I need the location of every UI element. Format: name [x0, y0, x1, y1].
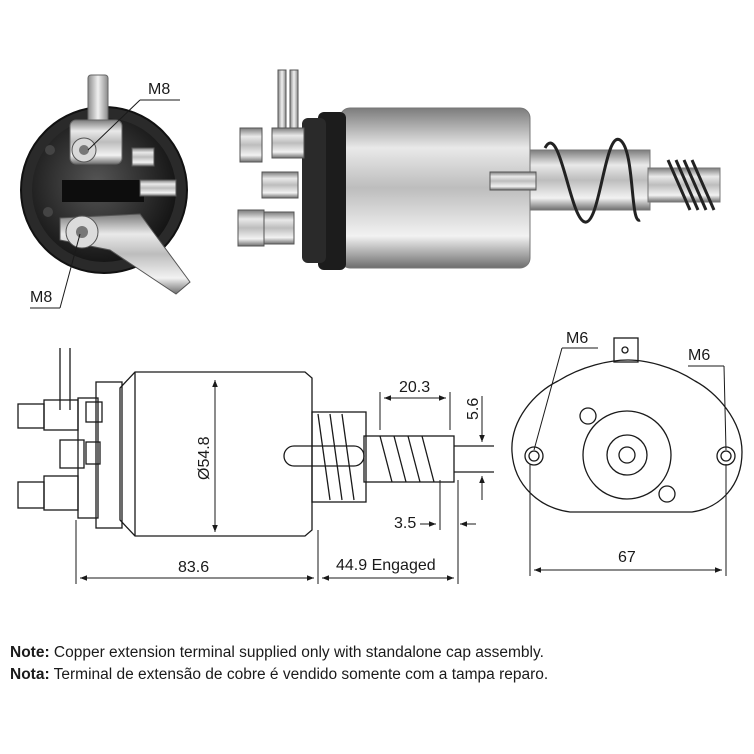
engaged-travel-label: 44.9 Engaged: [336, 557, 436, 574]
note-english: Note: Copper extension terminal supplied…: [10, 642, 544, 664]
thread-right-label: M6: [688, 347, 710, 364]
end-view-leaders: [30, 99, 180, 309]
note-portuguese: Nota: Terminal de extensão de cobre é ve…: [10, 664, 548, 686]
end-view-photo: [20, 74, 191, 295]
end-view-drawing: [511, 337, 743, 513]
note-english-text: Copper extension terminal supplied only …: [49, 644, 544, 661]
spring-length-label: 20.3: [399, 379, 430, 396]
flange-width-label: 67: [618, 549, 636, 566]
note-english-label: Note:: [10, 644, 50, 661]
thread-left-label: M6: [566, 330, 588, 347]
m8-label-bottom: M8: [30, 289, 52, 306]
side-view-dimensions: [75, 380, 494, 584]
end-view-dimensions: [529, 347, 727, 576]
diameter-label: Ø54.8: [196, 436, 213, 480]
side-view-photo: [237, 69, 721, 270]
m8-label-top: M8: [148, 81, 170, 98]
rod-offset-label: 5.6: [465, 398, 482, 420]
note-portuguese-text: Terminal de extensão de cobre é vendido …: [49, 666, 549, 683]
note-portuguese-label: Nota:: [10, 666, 50, 683]
body-length-label: 83.6: [178, 559, 209, 576]
plunger-gap-label: 3.5: [394, 515, 416, 532]
side-view-drawing: [17, 348, 494, 537]
